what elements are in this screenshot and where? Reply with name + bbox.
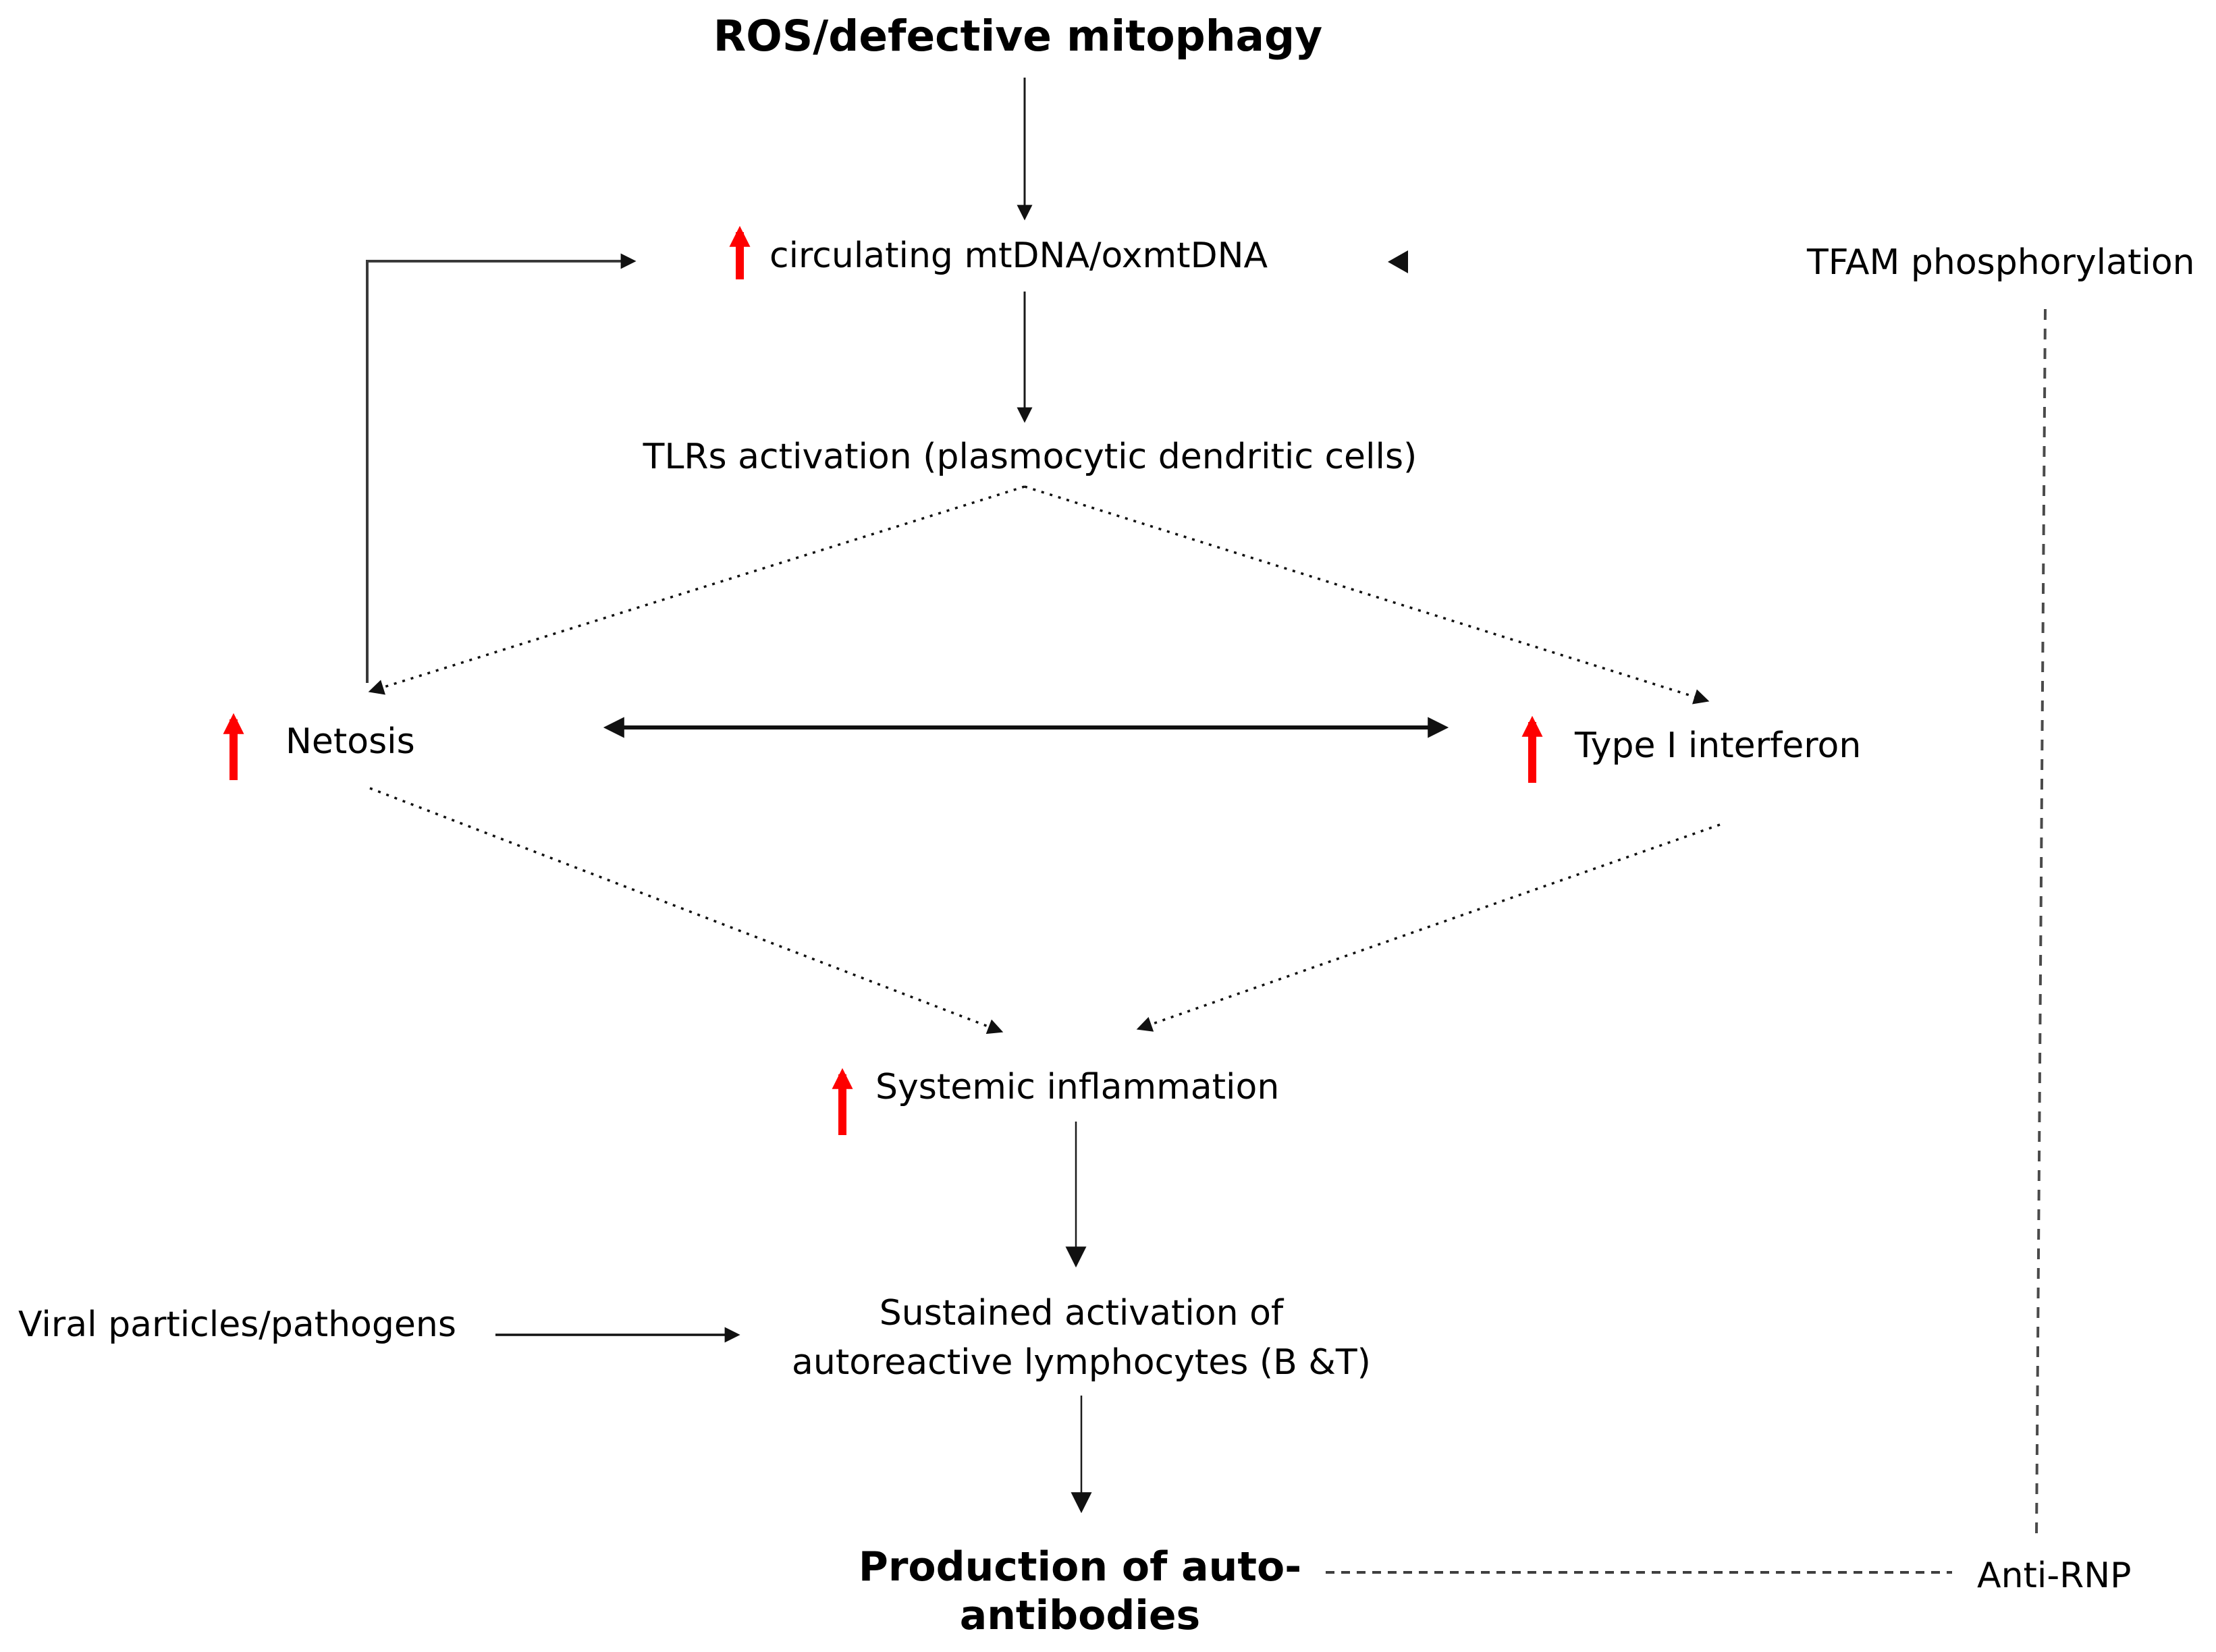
edge-netosis-to-circulating — [366, 253, 637, 683]
node-sustained-activation: Sustained activation of autoreactive lym… — [792, 1289, 1371, 1387]
node-netosis: Netosis — [286, 721, 415, 762]
edge-tfam-to-antirnp — [2035, 308, 2047, 1538]
node-viral-particles: Viral particles/pathogens — [18, 1304, 456, 1345]
edge-netosis-to-systemic — [369, 787, 1004, 1035]
node-tlrs-activation: TLRs activation (plasmocytic dendritic c… — [643, 437, 1417, 477]
node-tfam-phosphorylation: TFAM phosphorylation — [1807, 242, 2195, 283]
node-type-i-interferon: Type I interferon — [1575, 725, 1862, 766]
edge-tlrs-to-type1 — [1024, 485, 1710, 705]
node-systemic-inflammation: Systemic inflammation — [875, 1067, 1280, 1107]
production-line2: antibodies — [959, 1592, 1201, 1639]
sustained-activation-line2: autoreactive lymphocytes (B &T) — [792, 1342, 1371, 1383]
node-circulating-mtdna: circulating mtDNA/oxmtDNA — [769, 236, 1268, 276]
production-line1: Production of auto- — [858, 1543, 1302, 1591]
sustained-activation-line1: Sustained activation of — [879, 1293, 1284, 1333]
node-ros-defective-mitophagy: ROS/defective mitophagy — [713, 11, 1323, 61]
edge-tlrs-to-netosis — [368, 485, 1025, 695]
edge-type1-to-systemic — [1136, 823, 1721, 1032]
node-production-autoantibodies: Production of auto- antibodies — [859, 1543, 1301, 1640]
edge-tfam-to-circulating-arrowhead — [1388, 250, 1408, 273]
node-anti-rnp: Anti-RNP — [1977, 1555, 2132, 1596]
